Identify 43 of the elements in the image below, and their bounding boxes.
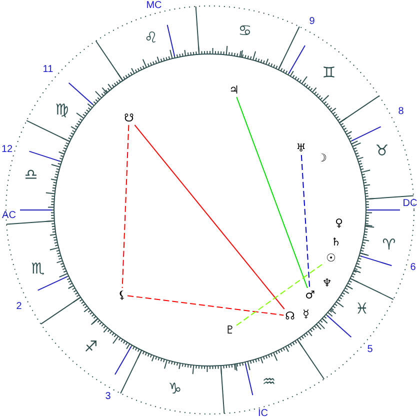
planet-glyph: ☉ <box>326 252 336 264</box>
planet-glyph: ☋ <box>124 112 134 124</box>
aspect-line <box>236 96 308 288</box>
planet-glyph: ♄ <box>331 236 341 248</box>
planet-glyph: ♃ <box>229 84 239 96</box>
zodiac-sign-symbol: ♏ <box>31 262 45 276</box>
house-cusp-label: 2 <box>16 302 22 312</box>
zodiac-sign-symbol: ♓ <box>355 302 369 316</box>
house-cusp-label: 6 <box>410 263 416 273</box>
house-cusp-label: 9 <box>309 17 315 27</box>
planet-glyph: ♅ <box>296 142 306 154</box>
house-cusp-label: MC <box>146 1 162 11</box>
house-cusp-label: 3 <box>105 392 111 402</box>
aspect-line <box>134 124 285 310</box>
house-cusp-label: DC <box>402 199 418 209</box>
house-cusp-label: 5 <box>367 345 373 355</box>
zodiac-sign-symbol: ♑ <box>168 382 182 396</box>
zodiac-sign-symbol: ♊ <box>322 66 336 80</box>
planet-glyph: ♂ <box>305 290 315 300</box>
planet-glyph: ⚸ <box>118 290 126 300</box>
house-cusp-label: 12 <box>1 145 13 155</box>
planet-glyph: ☽ <box>317 152 327 164</box>
aspect-line <box>122 124 130 288</box>
zodiac-sign-symbol: ♐ <box>84 340 98 354</box>
house-cusp-label: AC <box>2 211 16 221</box>
zodiac-sign-symbol: ♎ <box>24 168 38 182</box>
aspect-line <box>127 295 284 316</box>
house-cusp-label: 8 <box>398 107 404 117</box>
zodiac-sign-symbol: ♋ <box>238 24 252 38</box>
planet-glyph: ♆ <box>322 278 332 288</box>
planet-glyph: ☊ <box>285 310 295 322</box>
planet-glyph: ♀ <box>334 218 344 228</box>
zodiac-sign-symbol: ♉ <box>375 144 389 158</box>
aspect-line <box>236 262 326 326</box>
zodiac-sign-symbol: ♌ <box>144 30 158 46</box>
zodiac-sign-symbol: ♈ <box>382 238 396 252</box>
house-cusp-label: 11 <box>42 65 54 75</box>
planet-glyph: ☿ <box>302 308 310 320</box>
house-cusp-label: IC <box>258 409 268 419</box>
planet-glyph: ♇ <box>225 324 235 336</box>
zodiac-sign-symbol: ♍ <box>55 102 69 118</box>
zodiac-sign-symbol: ♒ <box>262 374 276 390</box>
aspect-line <box>300 154 310 288</box>
